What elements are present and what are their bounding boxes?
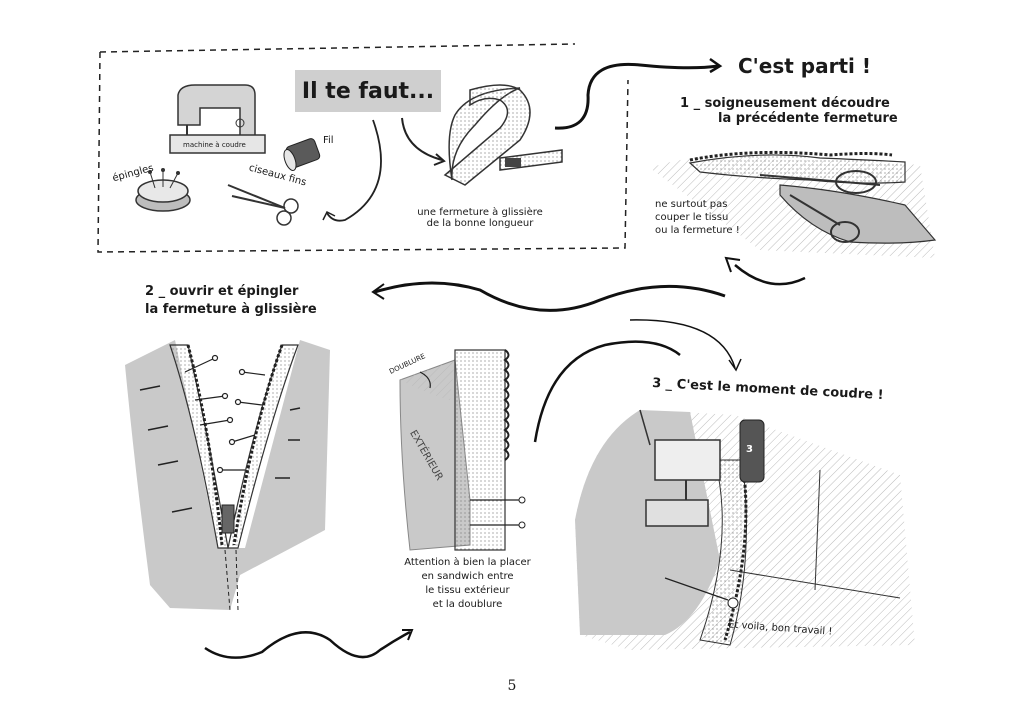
zipper-label-line2: de la bonne longueur	[426, 218, 534, 229]
step2-note-line1: Attention à bien la placer	[404, 557, 531, 568]
step2-note-line2: en sandwich entre	[421, 571, 514, 582]
arrow-lining	[419, 371, 431, 389]
supplies-title: Il te faut...	[295, 70, 441, 112]
sewing-machine-label: machine à coudre	[183, 141, 246, 149]
step1-illustration	[650, 150, 937, 258]
zipper-label: une fermeture à glissière de la bonne lo…	[405, 207, 555, 229]
step2-heading-line1: 2 _ ouvrir et épingler	[145, 284, 299, 299]
step1-heading: 1 _ soigneusement découdre la précédente…	[680, 96, 898, 126]
step1-warning-line1: ne surtout pas	[655, 199, 728, 210]
step1-warning-line3: ou la fermeture !	[655, 225, 740, 236]
thread-spool-icon	[283, 138, 321, 171]
sewing-machine-icon	[169, 84, 266, 154]
step2-note-line4: et la doublure	[432, 599, 503, 610]
presser-foot-number: 3	[746, 444, 753, 455]
scissors-icon	[227, 184, 299, 226]
step2-note-line3: le tissu extérieur	[425, 585, 510, 596]
start-title: C'est parti !	[738, 54, 871, 78]
step1-heading-line2: la précédente fermeture	[718, 111, 898, 126]
step3-sewing-illustration	[575, 409, 915, 650]
arrow-to-step3-big	[533, 340, 681, 443]
page-number: 5	[507, 678, 517, 694]
arrow-step2-bottom	[204, 630, 411, 659]
arrow-to-start	[554, 62, 719, 130]
step1-warning-line2: couper le tissu	[655, 212, 729, 223]
step2-sandwich-illustration	[399, 349, 526, 551]
arrow-step1-warning	[734, 264, 806, 286]
step2-heading: 2 _ ouvrir et épingler la fermeture à gl…	[145, 283, 317, 319]
step1-heading-line1: 1 _ soigneusement découdre	[680, 96, 890, 111]
arrow-to-supplies	[326, 119, 382, 222]
arrow-step1-to-step2	[374, 281, 726, 312]
supplies-frame	[97, 43, 629, 253]
zipper-label-line1: une fermeture à glissière	[417, 207, 543, 218]
step2-zipper-illustration	[125, 340, 330, 611]
pincushion-icon	[135, 168, 191, 212]
zipper-icon	[443, 84, 563, 186]
step1-warning: ne surtout pas couper le tissu ou la fer…	[655, 198, 740, 237]
step2-note: Attention à bien la placer en sandwich e…	[385, 556, 550, 612]
thread-label: Fil	[323, 135, 334, 146]
step2-heading-line2: la fermeture à glissière	[145, 302, 317, 317]
arrow-to-step3	[629, 319, 736, 369]
arrow-to-zipper	[401, 117, 443, 161]
